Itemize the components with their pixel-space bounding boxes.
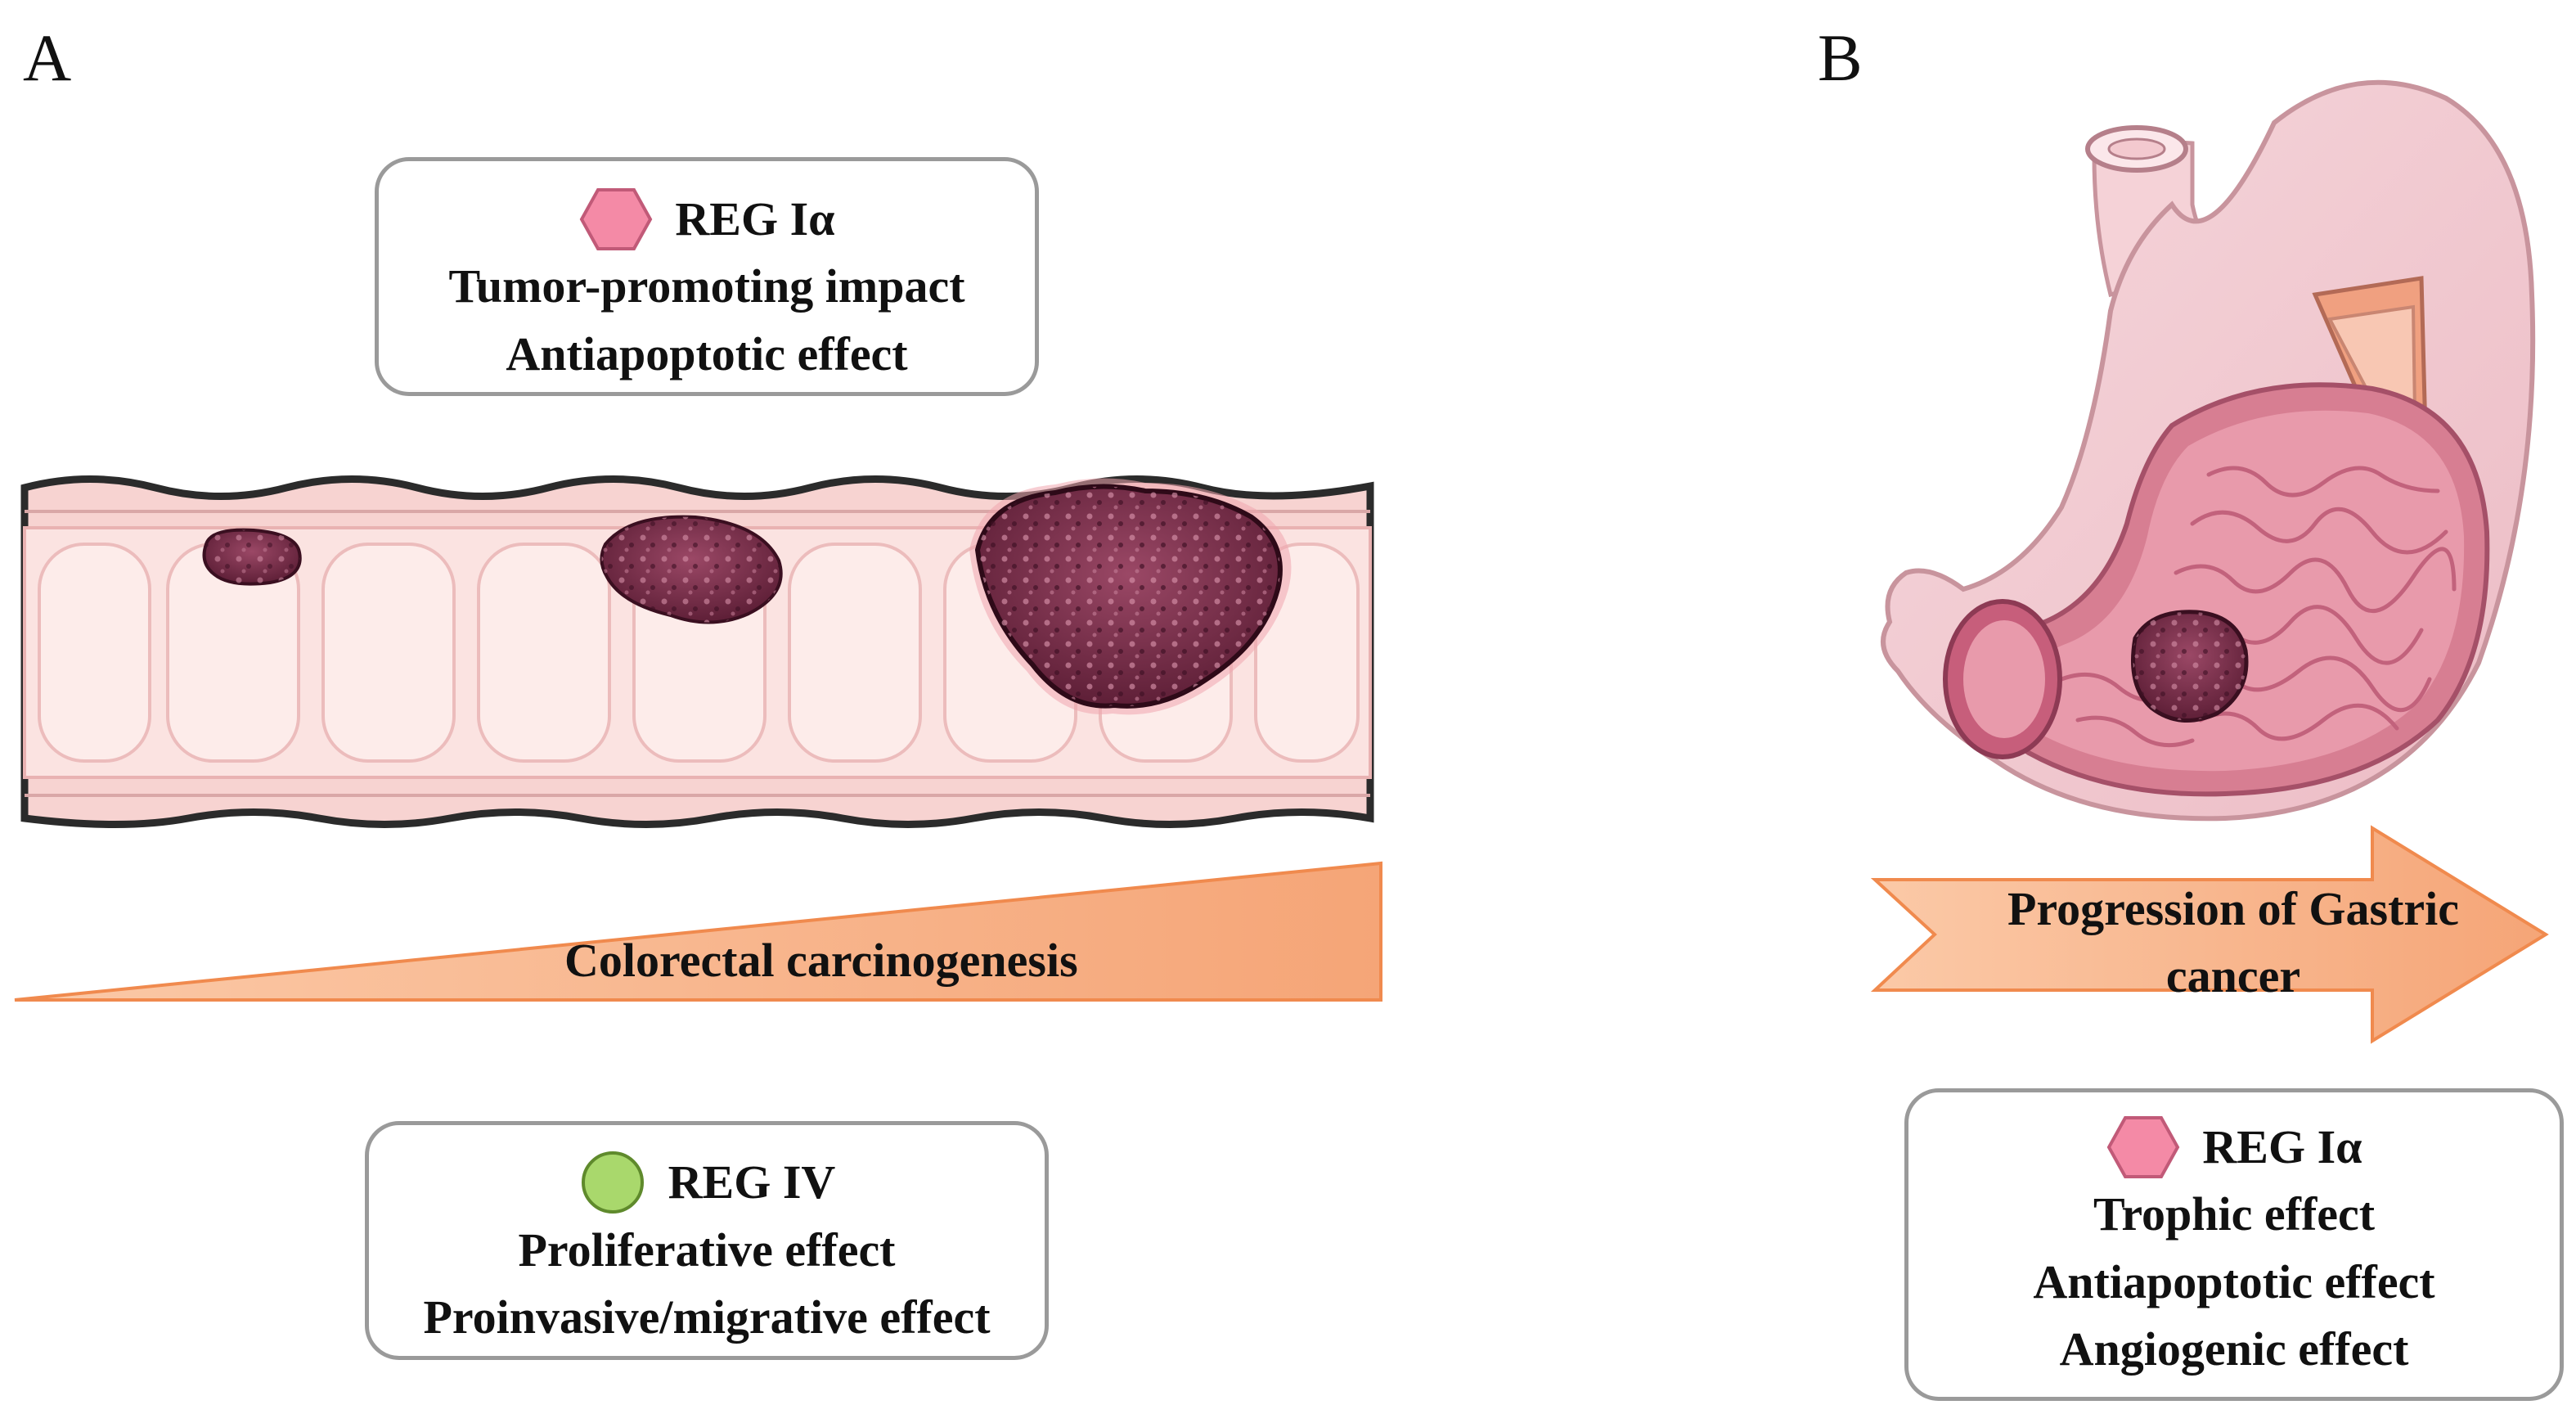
panel-a-letter: A <box>23 20 72 95</box>
box-title: REG IV <box>668 1155 836 1209</box>
stomach-illustration <box>1881 79 2536 822</box>
panel-b-letter: B <box>1818 20 1863 95</box>
pink-hexagon-icon <box>2107 1116 2180 1179</box>
pink-hexagon-icon <box>580 188 653 251</box>
colorectal-arrow-label: Colorectal carcinogenesis <box>564 934 1078 987</box>
box-line-2: Antiapoptotic effect <box>2033 1254 2435 1308</box>
box-header: REG Iα <box>1908 1114 2560 1181</box>
box-line-2: Antiapoptotic effect <box>506 326 908 381</box>
reg-ialpha-gastric-box: REG Iα Trophic effect Antiapoptotic effe… <box>1904 1088 2564 1401</box>
box-line-1: Tumor-promoting impact <box>448 259 965 313</box>
box-header: REG Iα <box>379 186 1035 253</box>
gastric-progression-arrow <box>1870 825 2549 1044</box>
box-line-1: Trophic effect <box>2093 1187 2376 1241</box>
box-title: REG Iα <box>2202 1120 2362 1173</box>
gastric-arrow-label: Progression of Gastric cancer <box>1955 876 2511 1011</box>
box-line-2: Proinvasive/migrative effect <box>423 1290 991 1344</box>
colorectal-progression-wedge <box>14 861 1382 1002</box>
gastric-arrow-label-line1: Progression of Gastric <box>2007 882 2459 935</box>
box-line-1: Proliferative effect <box>518 1223 896 1277</box>
box-title: REG Iα <box>675 192 835 245</box>
box-line-3: Angiogenic effect <box>2059 1322 2409 1376</box>
green-circle-icon <box>581 1151 644 1214</box>
small-polyp <box>202 528 302 586</box>
medium-polyp <box>600 515 783 624</box>
large-tumor <box>969 478 1292 715</box>
box-header: REG IV <box>369 1148 1045 1217</box>
reg-iv-colorectal-box: REG IV Proliferative effect Proinvasive/… <box>365 1121 1049 1360</box>
reg-ialpha-colorectal-box: REG Iα Tumor-promoting impact Antiapopto… <box>375 157 1039 396</box>
gastric-arrow-label-line2: cancer <box>2165 949 2301 1003</box>
